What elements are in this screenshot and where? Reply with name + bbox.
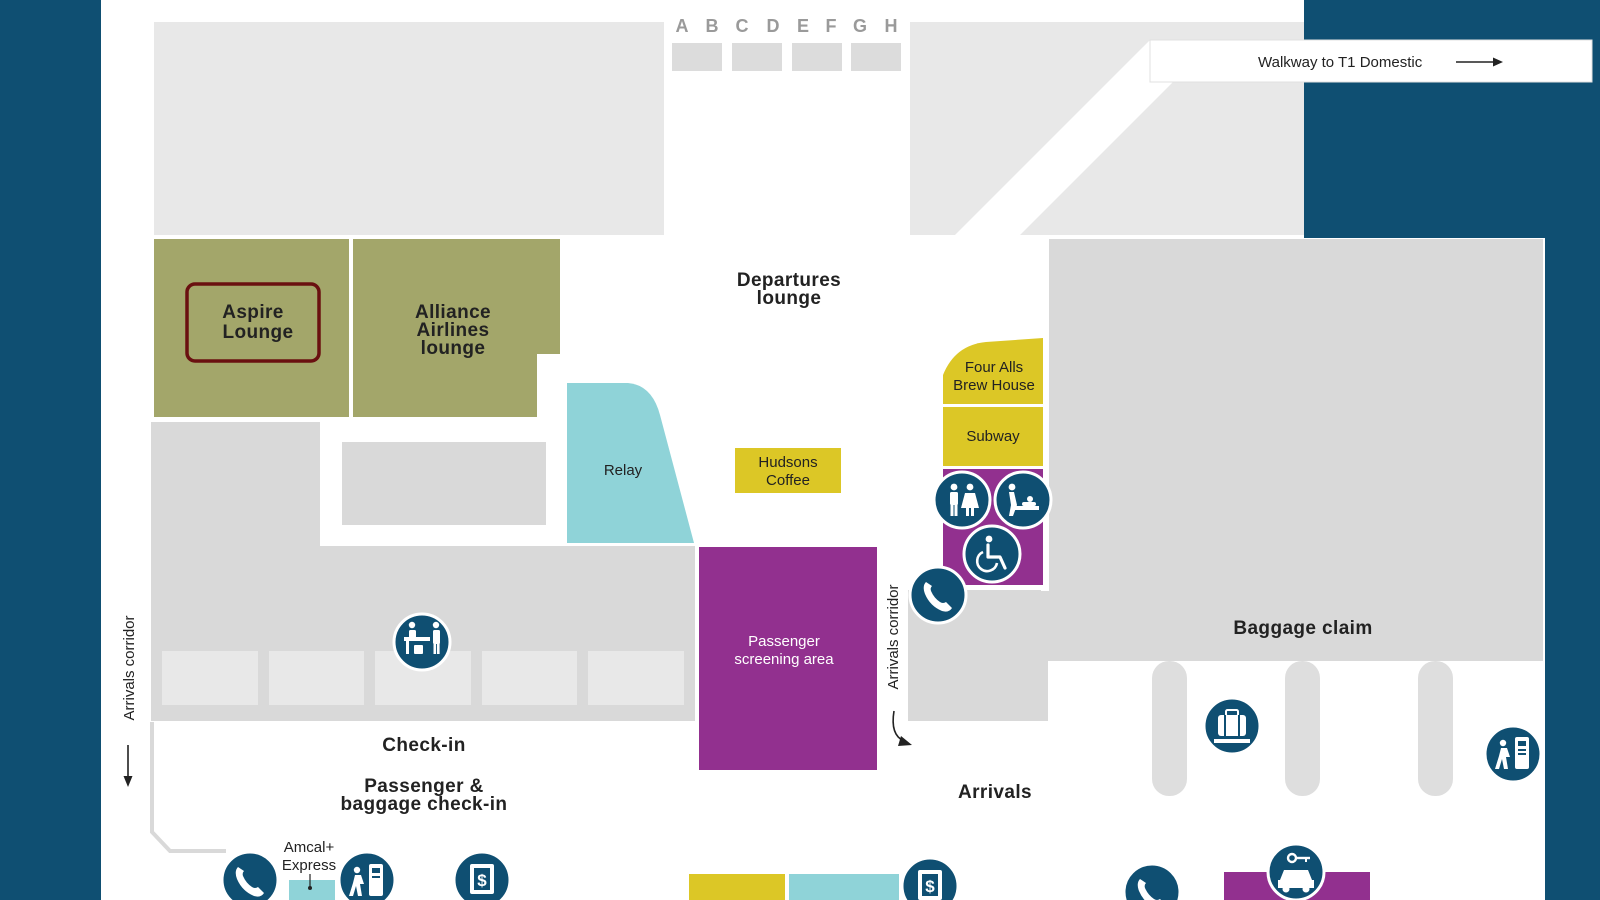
four-alls-label-2: Brew House [953,377,1035,394]
bottom-food-shop[interactable] [689,874,785,900]
amcal-pointer-icon [308,874,312,890]
baggage-carousel-1-end [1152,740,1187,796]
car-rental-icon[interactable] [1266,842,1326,900]
phone-icon[interactable] [1122,862,1182,900]
arrivals-corridor-left-label: Arrivals corridor [121,615,138,720]
alliance-lounge-area[interactable] [353,239,560,417]
hudsons-coffee-label-2: Coffee [766,472,810,489]
gate-cd-desk [732,43,782,71]
checkin-label: Check-in [382,735,465,756]
hudsons-coffee-label-1: Hudsons [758,454,817,471]
bottom-retail-shop[interactable] [789,874,899,900]
alliance-lounge-label-3: lounge [421,338,486,359]
subway-shop[interactable] [943,407,1043,466]
checkin-desk-4 [482,651,577,705]
amcal-label-1: Amcal+ [284,839,335,856]
alliance-lounge-label-1: Alliance [415,302,491,323]
ticket-machine-icon[interactable] [337,850,397,900]
relay-label: Relay [604,462,643,479]
baby-change-icon[interactable] [993,470,1053,530]
office-block [342,442,546,525]
baggage-carousel-2-end [1285,740,1320,796]
top-left-building [154,22,664,235]
arrivals-corridor-left-arrow-icon [123,745,133,787]
svg-text:$: $ [925,877,935,896]
gate-f-label: F [826,16,837,36]
pax-checkin-label-2: baggage check-in [341,794,508,815]
atm-icon[interactable]: $ [900,856,960,900]
gate-d-label: D [767,16,780,36]
four-alls-label-1: Four Alls [965,359,1023,376]
arrivals-corridor-left-path [150,722,226,853]
checkin-desk-1 [162,651,258,705]
relay-shop[interactable] [567,383,694,543]
phone-icon[interactable] [220,850,280,900]
gate-e-label: E [797,16,809,36]
walkway-arrow-icon [1456,57,1503,67]
svg-text:$: $ [477,871,487,890]
baggage-claim-building [1047,239,1543,661]
gate-g-label: G [853,16,867,36]
gate-h-label: H [885,16,898,36]
walkway-ramp [955,40,1592,235]
checkin-desk-5 [588,651,684,705]
screening-label-1: Passenger [748,633,820,650]
departures-lounge-label-1: Departures [737,270,841,291]
atm-icon[interactable]: $ [452,850,512,900]
gate-b-label: B [706,16,719,36]
subway-label: Subway [966,428,1020,445]
gate-labels: A B C D E F G H [676,16,898,36]
aspire-lounge-label-1: Aspire [222,302,284,323]
arrivals-corridor-middle-arrow-icon [892,710,912,746]
ticket-machine-icon[interactable] [1483,724,1543,784]
hudsons-coffee-shop[interactable] [735,448,841,493]
amcal-label-2: Express [282,857,336,874]
checkin-hall-building [151,422,695,721]
arrivals-label: Arrivals [958,782,1032,803]
walkway-label: Walkway to T1 Domestic [1258,54,1423,71]
aspire-lounge-highlight [185,282,321,363]
toilets-icon[interactable] [932,470,992,530]
phone-icon[interactable] [908,565,968,625]
gate-c-label: C [736,16,749,36]
pax-checkin-label-1: Passenger & [364,776,484,797]
baggage-claim-label: Baggage claim [1233,618,1372,639]
gate-a-label: A [676,16,689,36]
information-desk-icon[interactable] [392,612,452,672]
gate-ef-desk [792,43,842,71]
arrivals-corridor-middle-label: Arrivals corridor [885,584,902,689]
amcal-express-shop[interactable] [289,880,335,900]
accessible-toilet-icon[interactable] [962,524,1022,584]
passenger-screening-area[interactable] [699,547,877,770]
baggage-divider [1041,239,1049,591]
alliance-lounge-label-2: Airlines [417,320,490,341]
walkway-bar [1149,39,1593,83]
baggage-icon[interactable] [1202,696,1262,756]
screening-label-2: screening area [734,651,834,668]
four-alls-brew-house[interactable] [943,338,1043,404]
gate-ab-desk [672,43,722,71]
departures-lounge-label-2: lounge [757,288,822,309]
gate-gh-desk [851,43,901,71]
aspire-lounge-label-2: Lounge [223,322,294,343]
baggage-carousel-3-end [1418,740,1453,796]
checkin-desk-2 [269,651,364,705]
